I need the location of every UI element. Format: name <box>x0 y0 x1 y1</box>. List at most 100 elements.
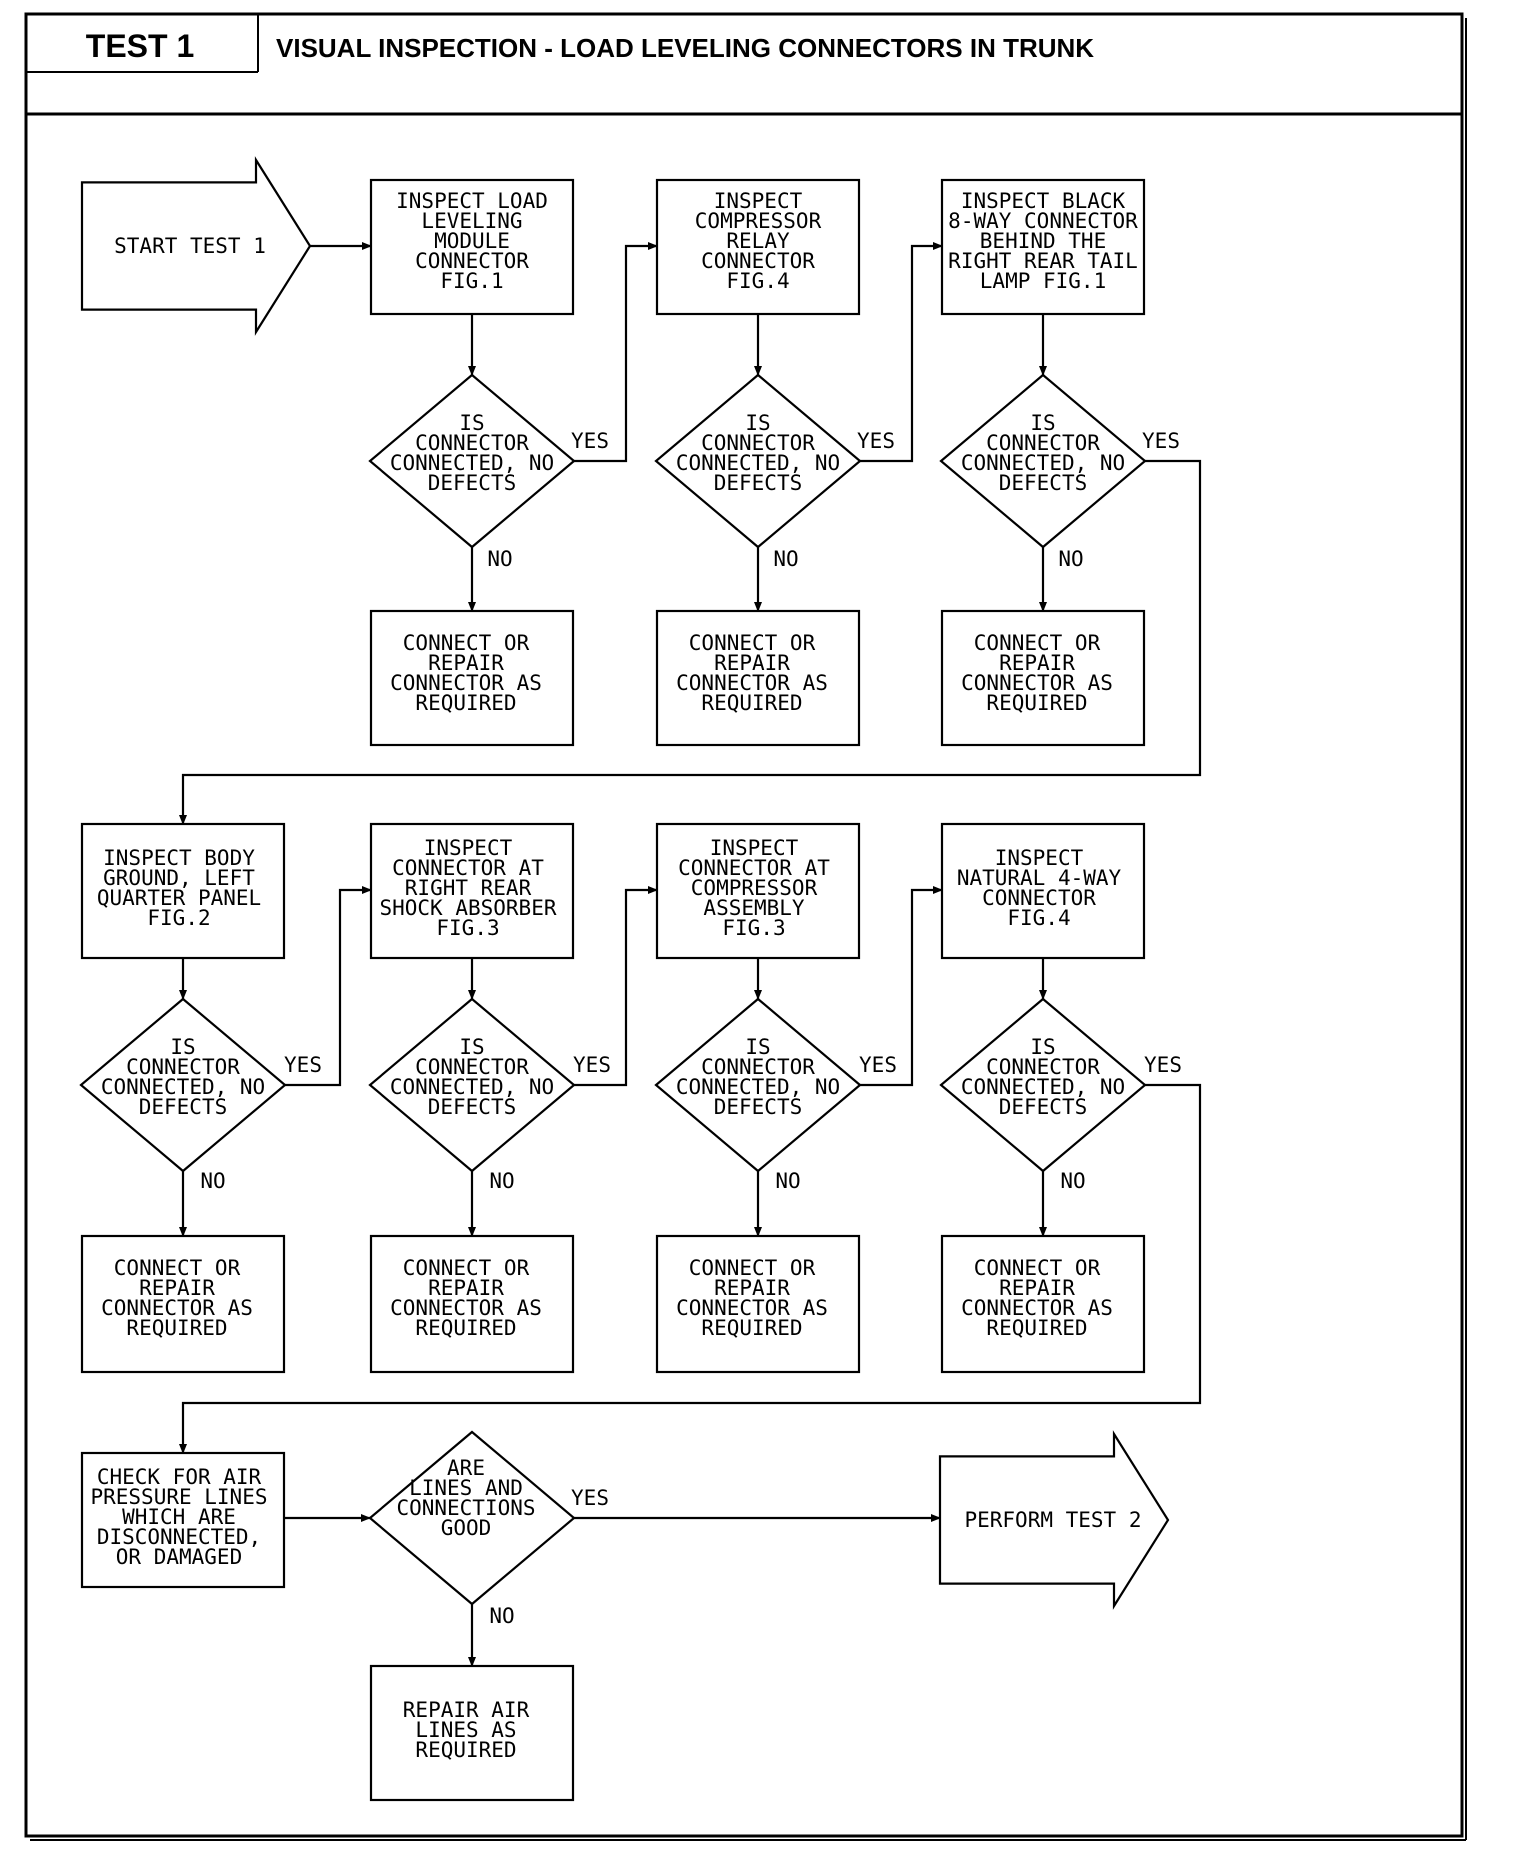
inspect-label-r2-3-line-5: FIG.3 <box>722 916 785 940</box>
repair-label-r2-3-line-4: REQUIRED <box>701 1316 802 1340</box>
repair-label-r1-1-line-1: CONNECT OR <box>403 631 530 655</box>
question-label-r2-4-line-2: CONNECTOR <box>986 1055 1100 1079</box>
inspect-label-r1-1-line-3: MODULE <box>434 229 510 253</box>
question-label-r1-3-line-2: CONNECTOR <box>986 431 1100 455</box>
question-label-r1-2-line-2: CONNECTOR <box>701 431 815 455</box>
question-label-r2-4-line-4: DEFECTS <box>999 1095 1088 1119</box>
repair-label-r1-2-line-2: REPAIR <box>714 651 790 675</box>
repair-label-r2-1-line-2: REPAIR <box>139 1276 215 1300</box>
perform-test-2-arrow <box>938 1430 1170 1610</box>
inspect-label-r1-3-line-4: RIGHT REAR TAIL <box>948 249 1138 273</box>
air-repair-box <box>369 1664 575 1802</box>
connector-yes-r2-2 <box>574 886 658 1087</box>
inspect-label-r2-4-line-2: NATURAL 4-WAY <box>957 866 1122 890</box>
no-label-r1-1: NO <box>487 547 512 571</box>
yes-label-air: YES <box>571 1486 609 1510</box>
inspect-box-r2-3 <box>655 822 861 960</box>
air-repair-label-line-3: REQUIRED <box>415 1738 516 1762</box>
connector-yes-r1-3 <box>179 459 1202 825</box>
repair-label-r2-3-line-1: CONNECT OR <box>689 1256 816 1280</box>
connector-yes-r1-1 <box>574 242 658 463</box>
repair-label-r1-3-line-4: REQUIRED <box>986 691 1087 715</box>
air-question-label-line-3: CONNECTIONS <box>396 1496 535 1520</box>
inspect-label-r1-1-line-5: FIG.1 <box>440 269 503 293</box>
connector-yes-r2-1 <box>285 886 372 1087</box>
repair-label-r1-3-line-1: CONNECT OR <box>974 631 1101 655</box>
question-label-r2-2-line-2: CONNECTOR <box>415 1055 529 1079</box>
repair-box-r2-2 <box>369 1234 575 1374</box>
inspect-box-r1-3 <box>940 178 1146 316</box>
inspect-label-r1-1-line-2: LEVELING <box>421 209 522 233</box>
inspect-label-r2-2-line-2: CONNECTOR AT <box>392 856 544 880</box>
repair-label-r1-3-line-3: CONNECTOR AS <box>961 671 1113 695</box>
repair-label-r2-4-line-4: REQUIRED <box>986 1316 1087 1340</box>
no-label-r1-2: NO <box>773 547 798 571</box>
connector-yes-r2-4 <box>179 1083 1202 1454</box>
inspect-label-r1-3-line-3: BEHIND THE <box>980 229 1106 253</box>
inspect-label-r2-1-line-1: INSPECT BODY <box>103 846 255 870</box>
start-arrow <box>80 156 312 336</box>
repair-label-r2-1-line-4: REQUIRED <box>126 1316 227 1340</box>
repair-label-r2-3-line-2: REPAIR <box>714 1276 790 1300</box>
no-label-r2-1: NO <box>200 1169 225 1193</box>
question-label-r1-3-line-3: CONNECTED, NO <box>961 451 1125 475</box>
question-label-r2-1-line-1: IS <box>170 1035 195 1059</box>
inspect-label-r2-4-line-3: CONNECTOR <box>982 886 1096 910</box>
inspect-label-r1-3-line-1: INSPECT BLACK <box>961 189 1126 213</box>
inspect-label-r2-3-line-4: ASSEMBLY <box>703 896 805 920</box>
air-question-label-line-4: GOOD <box>441 1516 492 1540</box>
inspect-label-r2-4-line-4: FIG.4 <box>1007 906 1070 930</box>
inspect-label-r2-2-line-3: RIGHT REAR <box>405 876 532 900</box>
air-question-label-line-2: LINES AND <box>409 1476 523 1500</box>
question-label-r1-1-line-3: CONNECTED, NO <box>390 451 554 475</box>
no-label-r2-3: NO <box>775 1169 800 1193</box>
air-check-label-line-2: PRESSURE LINES <box>90 1485 267 1509</box>
yes-label-r2-3: YES <box>859 1053 897 1077</box>
repair-box-r1-1 <box>369 609 575 747</box>
page-title: VISUAL INSPECTION - LOAD LEVELING CONNEC… <box>276 33 1094 63</box>
inspect-label-r2-2-line-1: INSPECT <box>424 836 513 860</box>
inspect-label-r2-3-line-1: INSPECT <box>710 836 799 860</box>
repair-label-r2-4-line-2: REPAIR <box>999 1276 1075 1300</box>
inspect-label-r1-2-line-2: COMPRESSOR <box>695 209 822 233</box>
air-question-label-line-1: ARE <box>447 1456 485 1480</box>
repair-box-r2-4 <box>940 1234 1146 1374</box>
question-label-r1-1-line-2: CONNECTOR <box>415 431 529 455</box>
yes-label-r1-2: YES <box>857 429 895 453</box>
inspect-label-r2-1-line-2: GROUND, LEFT <box>103 866 255 890</box>
repair-box-r2-3 <box>655 1234 861 1374</box>
inspect-label-r1-2-line-1: INSPECT <box>714 189 803 213</box>
inspect-box-r2-4 <box>940 822 1146 960</box>
inspect-label-r1-1-line-4: CONNECTOR <box>415 249 529 273</box>
air-repair-label-line-1: REPAIR AIR <box>403 1698 530 1722</box>
yes-label-r1-3: YES <box>1142 429 1180 453</box>
inspect-label-r2-1-line-3: QUARTER PANEL <box>97 886 261 910</box>
repair-box-r2-1 <box>80 1234 286 1374</box>
question-label-r2-1-line-3: CONNECTED, NO <box>101 1075 265 1099</box>
question-label-r1-1-line-1: IS <box>459 411 484 435</box>
inspect-label-r1-3-line-2: 8-WAY CONNECTOR <box>948 209 1138 233</box>
air-check-box <box>80 1451 286 1589</box>
inspect-box-r1-1 <box>369 178 575 316</box>
inspect-label-r2-3-line-2: CONNECTOR AT <box>678 856 830 880</box>
question-label-r2-3-line-3: CONNECTED, NO <box>676 1075 840 1099</box>
inspect-label-r2-2-line-4: SHOCK ABSORBER <box>379 896 556 920</box>
inspect-label-r1-2-line-3: RELAY <box>726 229 790 253</box>
repair-label-r1-2-line-4: REQUIRED <box>701 691 802 715</box>
no-label-air: NO <box>489 1604 514 1628</box>
air-check-label-line-3: WHICH ARE <box>122 1505 236 1529</box>
repair-label-r2-2-line-3: CONNECTOR AS <box>390 1296 542 1320</box>
question-label-r1-3-line-1: IS <box>1030 411 1055 435</box>
question-label-r2-2-line-3: CONNECTED, NO <box>390 1075 554 1099</box>
repair-box-r1-3 <box>940 609 1146 747</box>
no-label-r2-4: NO <box>1060 1169 1085 1193</box>
repair-label-r2-4-line-1: CONNECT OR <box>974 1256 1101 1280</box>
inspect-label-r2-2-line-5: FIG.3 <box>436 916 499 940</box>
repair-label-r2-3-line-3: CONNECTOR AS <box>676 1296 828 1320</box>
yes-label-r2-2: YES <box>573 1053 611 1077</box>
repair-label-r2-4-line-3: CONNECTOR AS <box>961 1296 1113 1320</box>
test-label: TEST 1 <box>86 28 194 64</box>
perform-test-2-label-line-1: PERFORM TEST 2 <box>964 1508 1141 1532</box>
